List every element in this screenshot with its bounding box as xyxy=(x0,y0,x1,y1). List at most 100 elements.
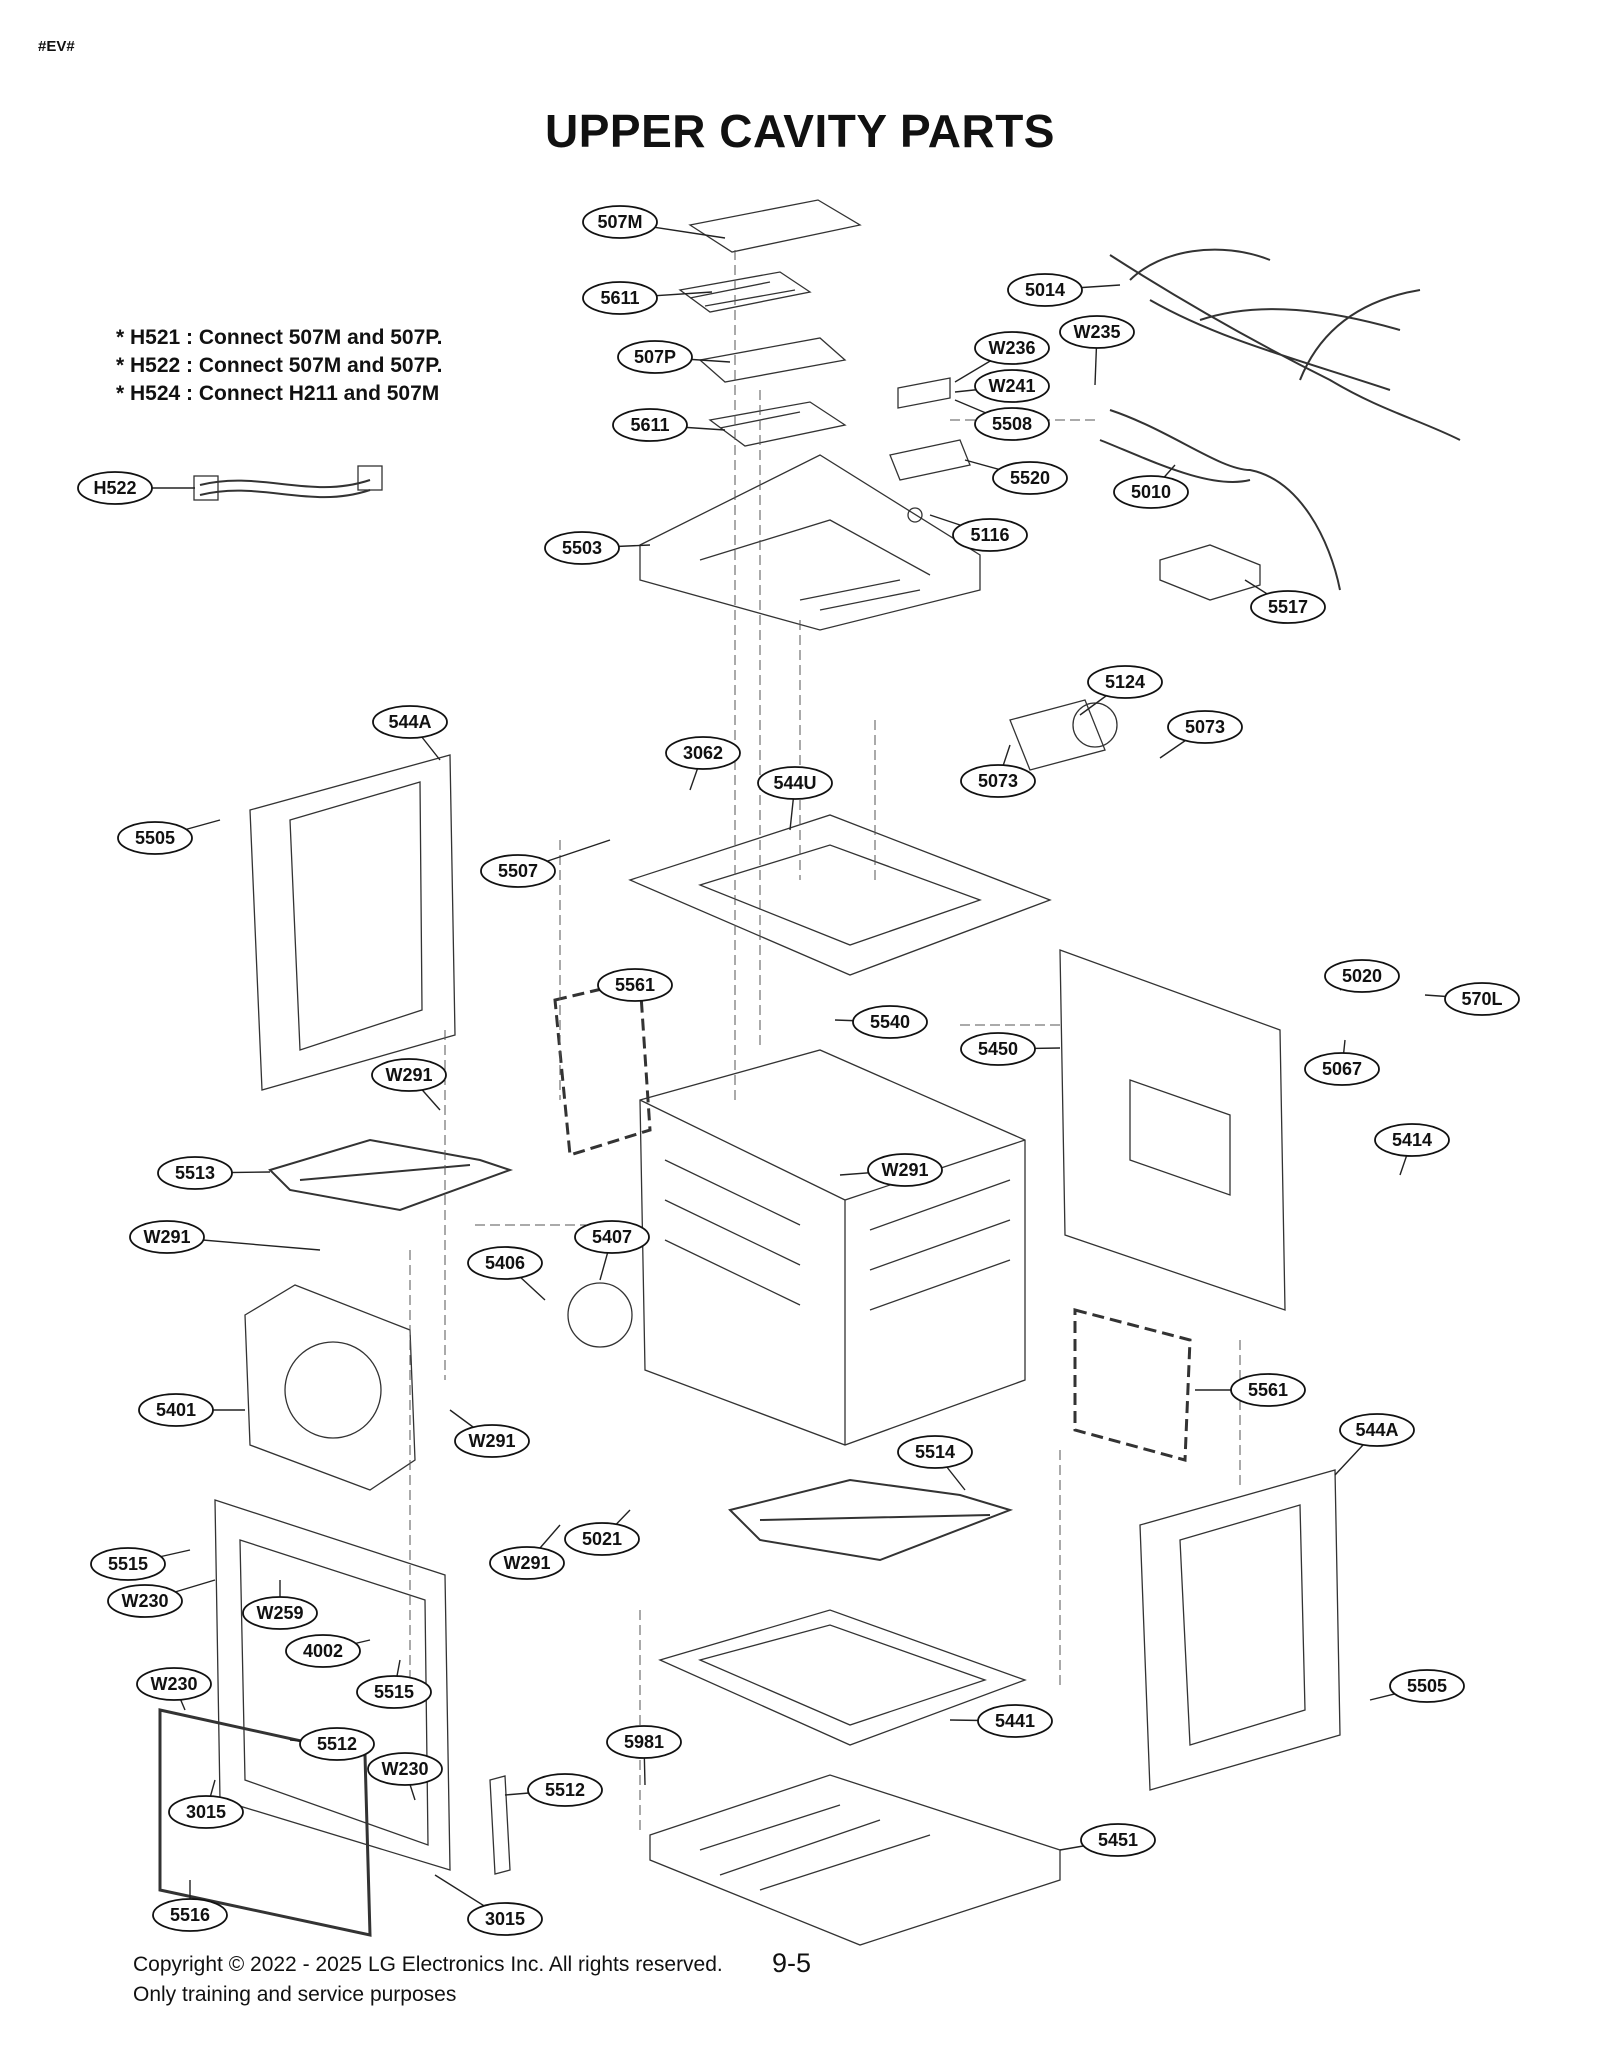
callout-bubble xyxy=(582,205,658,239)
part-callout-h522: H522 xyxy=(77,471,195,505)
callout-bubble xyxy=(1444,982,1520,1016)
callout-bubble xyxy=(974,331,1050,365)
terminal-block-5508 xyxy=(897,377,951,409)
part-callout-5073: 5073 xyxy=(1159,710,1243,759)
callout-bubble xyxy=(285,1634,361,1668)
callout-bubble xyxy=(372,705,448,739)
callout-bubble xyxy=(757,766,833,800)
callout-bubble xyxy=(960,1032,1036,1066)
part-callout-w235: W235 xyxy=(1059,315,1135,386)
part-callout-5515: 5515 xyxy=(90,1547,191,1581)
part-number-label: 5515 xyxy=(108,1554,148,1574)
fan-5407 xyxy=(567,1282,633,1348)
part-number-label: W291 xyxy=(143,1227,190,1247)
side-panel-544a-right xyxy=(1139,1469,1341,1791)
motor-5124 xyxy=(1009,699,1106,771)
callout-bubble xyxy=(527,1773,603,1807)
part-number-label: 5124 xyxy=(1105,672,1145,692)
part-callout-w241: W241 xyxy=(954,369,1050,403)
part-number-label: 5503 xyxy=(562,538,602,558)
part-callout-5073: 5073 xyxy=(960,744,1036,798)
callout-bubble xyxy=(77,471,153,505)
part-callout-544a: 544A xyxy=(372,705,448,761)
cavity-rack-rails xyxy=(664,1159,1011,1311)
part-callout-5021: 5021 xyxy=(564,1509,640,1556)
part-number-label: 5505 xyxy=(1407,1676,1447,1696)
part-callout-5505: 5505 xyxy=(1369,1669,1465,1703)
callout-bubble xyxy=(897,1435,973,1469)
callout-bubble xyxy=(665,736,741,770)
part-number-label: 5514 xyxy=(915,1442,955,1462)
part-number-label: 5014 xyxy=(1025,280,1065,300)
broil-element-5513 xyxy=(268,1138,514,1212)
part-number-label: 5401 xyxy=(156,1400,196,1420)
part-callout-5561: 5561 xyxy=(1195,1373,1306,1407)
part-number-label: 5406 xyxy=(485,1253,525,1273)
part-number-label: 5505 xyxy=(135,828,175,848)
callout-bubble xyxy=(1007,273,1083,307)
callout-bubble xyxy=(454,1424,530,1458)
part-number-label: 5512 xyxy=(317,1734,357,1754)
sensor-bracket-5561-upper xyxy=(553,978,652,1157)
part-number-label: 5067 xyxy=(1322,1059,1362,1079)
part-number-label: 507P xyxy=(634,347,676,367)
part-number-label: 3015 xyxy=(186,1802,226,1822)
part-number-label: 5441 xyxy=(995,1711,1035,1731)
part-number-label: 5517 xyxy=(1268,597,1308,617)
callout-bubble xyxy=(612,408,688,442)
wire-harness-5014 xyxy=(1109,248,1461,441)
connector-h522-left xyxy=(193,475,219,501)
part-callout-w291: W291 xyxy=(839,1153,943,1187)
part-callout-w230: W230 xyxy=(107,1579,216,1618)
part-number-label: 570L xyxy=(1461,989,1502,1009)
part-callout-5441: 5441 xyxy=(949,1704,1053,1738)
bracket-5520 xyxy=(889,439,971,481)
part-callout-w230: W230 xyxy=(367,1752,443,1801)
part-number-label: 5507 xyxy=(498,861,538,881)
part-number-label: 5073 xyxy=(1185,717,1225,737)
part-number-label: 5520 xyxy=(1010,468,1050,488)
part-callout-5414: 5414 xyxy=(1374,1123,1450,1176)
fan-grille-5401 xyxy=(284,1341,382,1439)
part-callout-5611: 5611 xyxy=(582,281,713,315)
part-callout-w259: W259 xyxy=(242,1580,318,1630)
purpose-text: Only training and service purposes xyxy=(133,1983,457,2006)
part-number-label: W291 xyxy=(503,1553,550,1573)
part-number-label: 5611 xyxy=(630,415,669,435)
part-callout-w291: W291 xyxy=(371,1058,447,1111)
part-number-label: 5981 xyxy=(624,1732,664,1752)
callout-bubble xyxy=(157,1156,233,1190)
callout-bubble xyxy=(1113,475,1189,509)
part-number-label: W235 xyxy=(1073,322,1120,342)
callout-bubble xyxy=(1339,1413,1415,1447)
box-5517 xyxy=(1159,544,1261,601)
callout-bubble xyxy=(582,281,658,315)
part-callout-5513: 5513 xyxy=(157,1156,271,1190)
callout-bubble xyxy=(1324,959,1400,993)
part-callout-507m: 507M xyxy=(582,205,726,239)
callout-bubble xyxy=(129,1220,205,1254)
callout-bubble xyxy=(1389,1669,1465,1703)
callout-bubble xyxy=(597,968,673,1002)
part-number-label: 5611 xyxy=(600,288,639,308)
callout-bubble xyxy=(974,407,1050,441)
part-callout-w291: W291 xyxy=(489,1524,565,1580)
sensor-bracket-5561-lower xyxy=(1073,1308,1192,1462)
assembly-guide-lines xyxy=(409,250,1241,1835)
bracket-5611-upper xyxy=(678,271,812,313)
part-number-label: H522 xyxy=(93,478,136,498)
callout-bubble xyxy=(1080,1823,1156,1857)
harness-notes: * H521 : Connect 507M and 507P. * H522 :… xyxy=(116,324,442,408)
part-callout-5010: 5010 xyxy=(1113,464,1189,509)
callout-bubble xyxy=(564,1522,640,1556)
part-number-label: W241 xyxy=(988,376,1035,396)
part-callout-5508: 5508 xyxy=(954,399,1050,441)
front-frame xyxy=(214,1499,451,1871)
callout-bubble xyxy=(952,518,1028,552)
part-number-label: 5513 xyxy=(175,1163,215,1183)
part-callout-w230: W230 xyxy=(136,1667,212,1711)
part-callout-5116: 5116 xyxy=(929,514,1028,552)
sensor-5116 xyxy=(907,507,923,523)
